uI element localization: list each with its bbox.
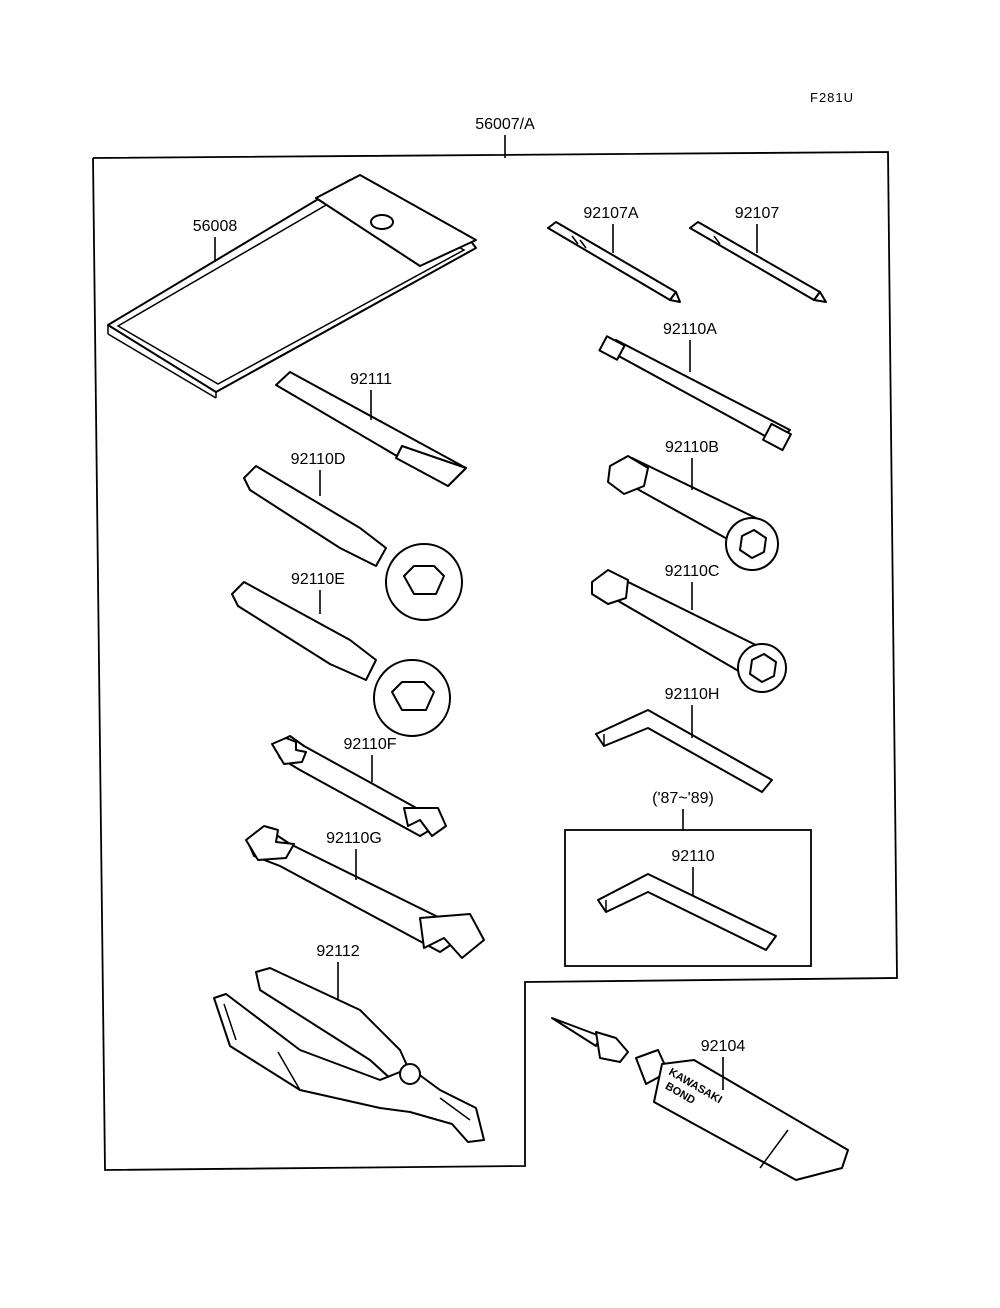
label-92110G: 92110G (326, 830, 382, 847)
bond-tube (551, 1017, 849, 1181)
figure-code: F281U (810, 90, 854, 105)
screwdriver-a (547, 221, 681, 303)
box-wrench-c (591, 569, 787, 693)
screwdriver (689, 221, 827, 303)
label-92104: 92104 (701, 1038, 746, 1055)
hex-wrench (597, 873, 777, 951)
hex-wrench-h (595, 709, 773, 793)
kit-frame (92, 151, 898, 1171)
open-wrench-g (245, 825, 485, 959)
pliers (213, 967, 485, 1143)
variant-note: ('87~'89) (652, 790, 714, 807)
kit-label: 56007/A (475, 116, 535, 133)
ring-wrench-d (243, 465, 463, 621)
label-92110B: 92110B (665, 439, 719, 456)
label-92110H: 92110H (665, 686, 720, 703)
tool-pouch (107, 174, 477, 399)
label-92110C: 92110C (665, 563, 720, 580)
box-wrench-b (607, 455, 779, 571)
ring-wrench-e (231, 581, 451, 737)
label-92110: 92110 (671, 848, 714, 865)
label-92112: 92112 (316, 943, 359, 960)
label-56008: 56008 (193, 218, 238, 235)
label-92110A: 92110A (663, 321, 717, 338)
label-92110D: 92110D (291, 451, 346, 468)
label-92107: 92107 (735, 205, 780, 222)
label-92110E: 92110E (291, 571, 345, 588)
label-92107A: 92107A (583, 205, 638, 222)
label-92111: 92111 (350, 371, 392, 388)
spoke-wrench (598, 335, 792, 452)
plug-wrench-handle (275, 371, 467, 487)
open-wrench-f (271, 735, 447, 837)
variant-box (564, 829, 812, 967)
label-92110F: 92110F (343, 736, 396, 753)
